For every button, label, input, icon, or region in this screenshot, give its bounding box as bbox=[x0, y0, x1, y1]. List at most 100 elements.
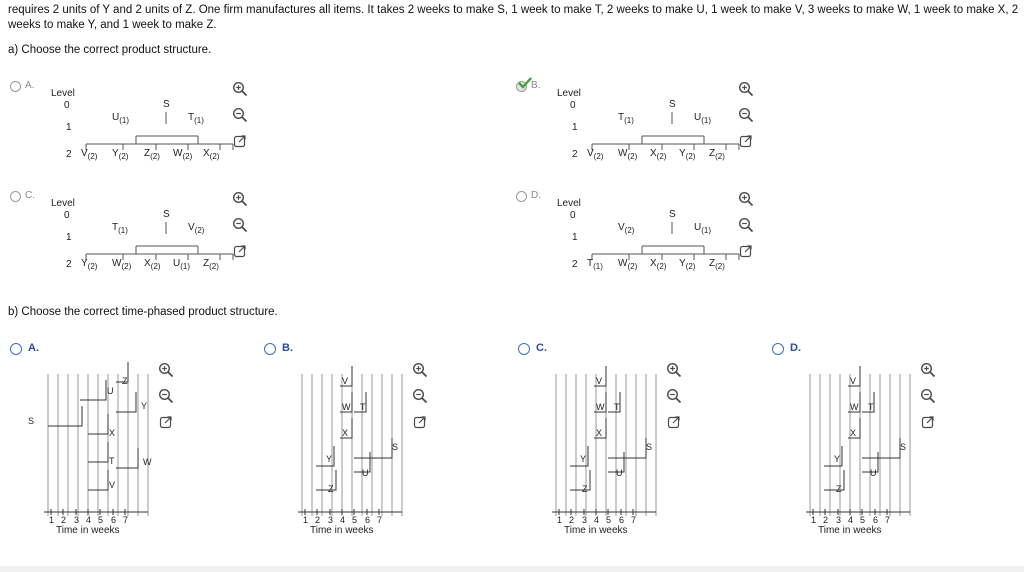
zoom-in-icon[interactable] bbox=[412, 362, 428, 378]
schedule-bar bbox=[88, 442, 109, 463]
level-number: 1 bbox=[572, 122, 578, 133]
axis-tick-label: 7 bbox=[885, 515, 890, 525]
open-external-icon[interactable] bbox=[738, 133, 754, 149]
option-radio[interactable] bbox=[10, 191, 21, 202]
option-letter: D. bbox=[531, 190, 541, 201]
schedule-bar-label: Z bbox=[328, 484, 334, 494]
open-external-icon[interactable] bbox=[920, 414, 936, 430]
level1-item: U(1) bbox=[694, 112, 711, 125]
schedule-bar bbox=[354, 438, 393, 459]
zoom-in-icon[interactable] bbox=[738, 191, 754, 207]
level2-item-item: W bbox=[112, 258, 122, 269]
axis-tick-label: 4 bbox=[86, 515, 91, 525]
zoom-out-icon[interactable] bbox=[232, 107, 248, 123]
zoom-out-icon[interactable] bbox=[920, 388, 936, 404]
level2-item-item: Y bbox=[81, 258, 88, 269]
axis-tick-label: 4 bbox=[340, 515, 345, 525]
option-radio[interactable] bbox=[516, 191, 527, 202]
level2-item-item: X bbox=[144, 258, 151, 269]
zoom-in-icon[interactable] bbox=[232, 191, 248, 207]
schedule-bar-label: S bbox=[28, 416, 34, 426]
axis-tick-label: 7 bbox=[377, 515, 382, 525]
level-number: 1 bbox=[66, 122, 72, 133]
open-external-icon[interactable] bbox=[412, 414, 428, 430]
zoom-out-icon[interactable] bbox=[232, 217, 248, 233]
level2-item-item: Y bbox=[679, 258, 686, 269]
level2-item-quantity: (2) bbox=[150, 152, 160, 161]
option-letter: B. bbox=[282, 342, 293, 354]
schedule-bar bbox=[88, 470, 109, 491]
axis-tick-label: 1 bbox=[557, 515, 562, 525]
option-radio[interactable] bbox=[10, 81, 21, 92]
zoom-in-icon[interactable] bbox=[666, 362, 682, 378]
zoom-out-icon[interactable] bbox=[158, 388, 174, 404]
schedule-bar bbox=[862, 392, 875, 413]
level-number: 0 bbox=[570, 100, 576, 111]
option-radio[interactable] bbox=[772, 343, 784, 355]
open-external-icon[interactable] bbox=[666, 414, 682, 430]
root-item-s: S bbox=[163, 99, 170, 110]
level2-item: X(2) bbox=[650, 148, 666, 161]
level1-item-quantity: (1) bbox=[119, 116, 130, 125]
level2-item: W(2) bbox=[618, 148, 637, 161]
option-radio[interactable] bbox=[10, 343, 22, 355]
level2-item: V(2) bbox=[81, 148, 97, 161]
schedule-bar-label: Z bbox=[122, 376, 128, 386]
schedule-bar-label: U bbox=[362, 468, 369, 478]
level-header: Level bbox=[557, 88, 581, 99]
option-radio[interactable] bbox=[518, 343, 530, 355]
zoom-in-icon[interactable] bbox=[158, 362, 174, 378]
option-radio[interactable] bbox=[264, 343, 276, 355]
level1-item: T(1) bbox=[618, 112, 634, 125]
level2-item-quantity: (2) bbox=[182, 152, 193, 161]
open-external-icon[interactable] bbox=[158, 414, 174, 430]
level2-item-quantity: (2) bbox=[593, 152, 604, 161]
zoom-out-icon[interactable] bbox=[738, 107, 754, 123]
schedule-bar bbox=[848, 366, 861, 387]
schedule-bar bbox=[340, 392, 353, 413]
schedule-bar-label: S bbox=[392, 442, 398, 452]
level2-item: Y(2) bbox=[679, 258, 695, 271]
level2-item: Y(2) bbox=[112, 148, 128, 161]
axis-tick-label: 3 bbox=[836, 515, 841, 525]
schedule-bar bbox=[848, 392, 861, 413]
zoom-out-icon[interactable] bbox=[738, 217, 754, 233]
schedule-bar bbox=[848, 418, 861, 439]
schedule-bar bbox=[116, 362, 129, 383]
axis-tick-label: 5 bbox=[860, 515, 865, 525]
schedule-bar-label: U bbox=[616, 468, 623, 478]
level-number: 0 bbox=[64, 100, 70, 111]
level1-item: V(2) bbox=[618, 222, 634, 235]
open-external-icon[interactable] bbox=[738, 243, 754, 259]
level2-item: U(1) bbox=[173, 258, 190, 271]
axis-tick-label: 6 bbox=[619, 515, 624, 525]
axis-tick-label: 3 bbox=[328, 515, 333, 525]
zoom-in-icon[interactable] bbox=[738, 81, 754, 97]
schedule-bar-label: S bbox=[646, 442, 652, 452]
level2-item: X(2) bbox=[144, 258, 160, 271]
schedule-bar-label: V bbox=[109, 480, 115, 490]
schedule-bar bbox=[116, 448, 139, 469]
schedule-bar bbox=[608, 438, 647, 459]
zoom-in-icon[interactable] bbox=[920, 362, 936, 378]
level2-item-item: Z bbox=[709, 148, 716, 159]
level2-item-item: V bbox=[587, 148, 594, 159]
option-letter: A. bbox=[25, 80, 35, 91]
schedule-bar-label: X bbox=[596, 428, 602, 438]
open-external-icon[interactable] bbox=[232, 133, 248, 149]
zoom-out-icon[interactable] bbox=[666, 388, 682, 404]
option-letter: D. bbox=[790, 342, 801, 354]
zoom-out-icon[interactable] bbox=[412, 388, 428, 404]
tree-connectors bbox=[85, 222, 234, 260]
zoom-in-icon[interactable] bbox=[232, 81, 248, 97]
open-external-icon[interactable] bbox=[232, 243, 248, 259]
level1-item-item: T bbox=[112, 222, 119, 233]
